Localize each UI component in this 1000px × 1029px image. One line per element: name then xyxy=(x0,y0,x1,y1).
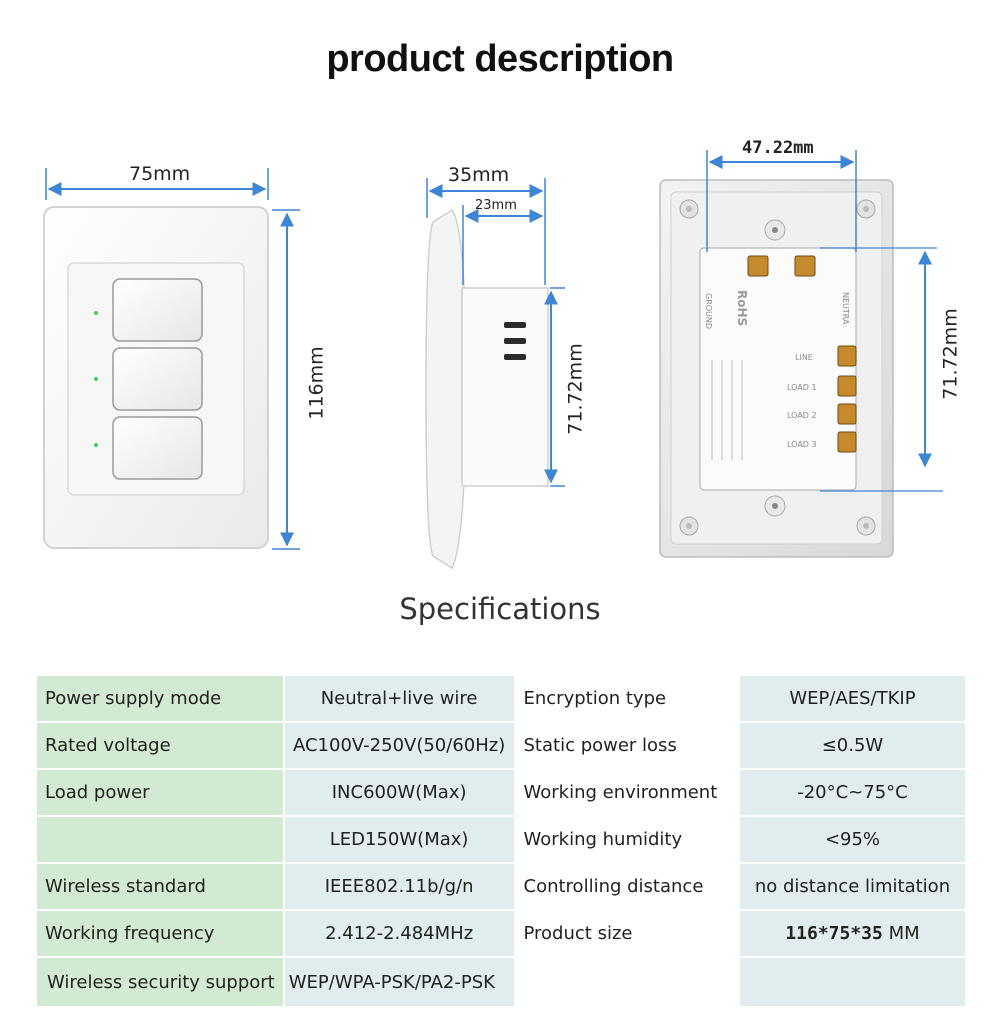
spec-name: Working environment xyxy=(515,770,738,815)
spec-name: Working frequency xyxy=(37,911,283,956)
product-figures xyxy=(43,150,943,570)
page-title: product description xyxy=(326,38,674,80)
load3-label: LOAD 3 xyxy=(787,440,817,449)
back-view-switch xyxy=(659,179,894,558)
front-width-dimension xyxy=(45,168,269,200)
table-row: Wireless standard IEEE802.11b/g/n Contro… xyxy=(37,864,965,909)
back-width-label: 47.22mm xyxy=(742,138,814,158)
front-width-label: 75mm xyxy=(129,163,191,185)
spec-name: Rated voltage xyxy=(37,723,283,768)
side-height-label: 71.72mm xyxy=(564,343,587,435)
spec-name: Power supply mode xyxy=(37,676,283,721)
table-row: Load power INC600W(Max) Working environm… xyxy=(37,770,965,815)
spec-name: Encryption type xyxy=(515,676,738,721)
table-row: LED150W(Max) Working humidity <95% xyxy=(37,817,965,862)
spec-value: WEP/WPA-PSK/PA2-PSK xyxy=(284,958,514,1006)
spec-name: Product size xyxy=(515,911,738,956)
spec-name: Static power loss xyxy=(515,723,738,768)
spec-value: LED150W(Max) xyxy=(284,817,514,862)
specifications-table: Power supply mode Neutral+live wire Encr… xyxy=(35,674,967,1008)
back-width-dimension xyxy=(706,150,857,252)
table-row: Rated voltage AC100V-250V(50/60Hz) Stati… xyxy=(37,723,965,768)
line-label: LINE xyxy=(795,353,813,362)
side-view-switch xyxy=(425,208,549,570)
rohs-label: RoHS xyxy=(735,290,749,327)
front-view-switch xyxy=(43,206,269,549)
spec-value: 2.412-2.484MHz xyxy=(284,911,514,956)
side-depth-dimension xyxy=(426,178,546,285)
spec-name: Load power xyxy=(37,770,283,815)
load2-label: LOAD 2 xyxy=(787,411,817,420)
spec-value: IEEE802.11b/g/n xyxy=(284,864,514,909)
table-row: Wireless security support WEP/WPA-PSK/PA… xyxy=(37,958,965,1006)
table-row: Working frequency 2.412-2.484MHz Product… xyxy=(37,911,965,956)
spec-value: WEP/AES/TKIP xyxy=(739,676,965,721)
spec-value: no distance limitation xyxy=(739,864,965,909)
spec-value: 116*75*35 MM xyxy=(739,911,965,956)
side-depth-label: 35mm xyxy=(448,164,510,186)
spec-name: Working humidity xyxy=(515,817,738,862)
spec-value: INC600W(Max) xyxy=(284,770,514,815)
spec-name xyxy=(37,817,283,862)
product-size-unit: MM xyxy=(888,923,920,944)
side-inner-depth-label: 23mm xyxy=(475,198,517,213)
spec-name: Wireless standard xyxy=(37,864,283,909)
spec-value: <95% xyxy=(739,817,965,862)
side-height-dimension xyxy=(544,287,565,487)
product-size-number: 116*75*35 xyxy=(785,923,883,944)
spec-value xyxy=(739,958,965,1006)
back-height-label: 71.72mm xyxy=(939,308,962,400)
spec-value: AC100V-250V(50/60Hz) xyxy=(284,723,514,768)
neutral-label: NEUTRA xyxy=(841,292,850,325)
spec-name xyxy=(515,958,738,1006)
spec-value: Neutral+live wire xyxy=(284,676,514,721)
specifications-heading: Specifications xyxy=(399,592,601,626)
back-height-dimension xyxy=(820,247,943,492)
spec-name: Controlling distance xyxy=(515,864,738,909)
spec-name: Wireless security support xyxy=(37,958,283,1006)
front-height-label: 116mm xyxy=(305,346,328,420)
ground-label: GROUND xyxy=(704,293,713,330)
spec-value: -20°C~75°C xyxy=(739,770,965,815)
table-row: Power supply mode Neutral+live wire Encr… xyxy=(37,676,965,721)
load1-label: LOAD 1 xyxy=(787,383,817,392)
spec-value: ≤0.5W xyxy=(739,723,965,768)
front-height-dimension xyxy=(272,209,300,550)
